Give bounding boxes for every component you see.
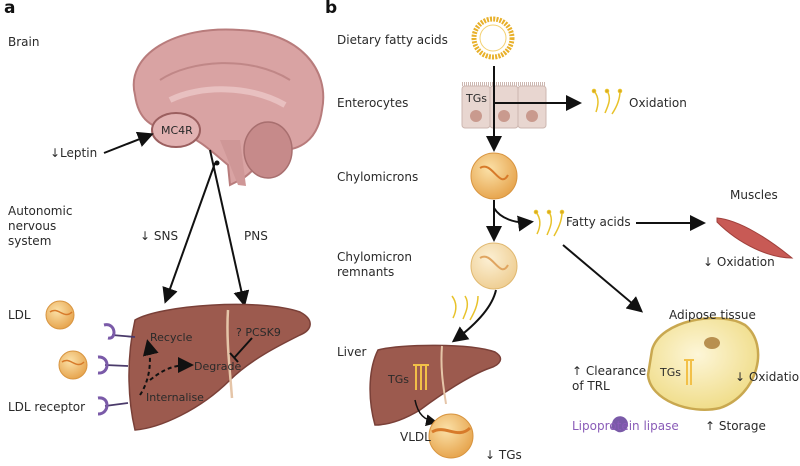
liver-label: Liver [337, 345, 367, 359]
ans-label-1: Autonomic [8, 204, 73, 218]
muscles-label: Muscles [730, 188, 778, 202]
ldl-particle [45, 300, 75, 330]
adipose-tgs-label: TGs [660, 366, 681, 379]
sns-label: ↓ SNS [140, 229, 179, 243]
degrade-label: Degrade [194, 360, 242, 373]
pns-arrow [209, 149, 250, 307]
enterocytes-label: Enterocytes [337, 96, 409, 110]
adipocyte-icon [646, 316, 760, 411]
micelle-icon [471, 16, 515, 60]
fatty-acid-icon [533, 209, 565, 237]
lipoprotein-lipase-icon [611, 416, 628, 433]
oxidation-label: Oxidation [629, 96, 687, 110]
vldl-particle [428, 413, 474, 459]
recycle-label: Recycle [150, 331, 193, 344]
liver-tgs-label: TGs [388, 373, 409, 386]
ldl-particle [58, 350, 88, 380]
clearance-label-1: ↑ Clearance [572, 364, 647, 378]
panel-b-letter: b [325, 0, 338, 18]
tg-icon [413, 364, 429, 390]
fatty-acid-icon [451, 295, 479, 321]
liver-a [128, 303, 311, 431]
vldl-label: VLDL [400, 430, 431, 444]
dietary-fatty-acids-label: Dietary fatty acids [337, 33, 448, 47]
pns-label: PNS [244, 229, 268, 243]
panel-a-letter: a [4, 0, 16, 18]
lipoprotein-lipase-label: Lipoprotein lipase [572, 419, 679, 433]
clearance-label-2: of TRL [572, 379, 610, 393]
ldl-receptor-icons [97, 323, 136, 416]
internalise-label: Internalise [146, 391, 204, 404]
mc4r-node [151, 112, 201, 148]
chylomicron-remnant-particle [470, 242, 518, 290]
muscle-oxidation-label: ↓ Oxidation [703, 255, 775, 269]
mc4r-label: MC4R [161, 124, 193, 137]
storage-label: ↑ Storage [705, 419, 766, 433]
leptin-label: ↓Leptin [50, 146, 98, 160]
liver-b [369, 344, 502, 426]
inhibition-bar [229, 352, 239, 363]
fatty-acids-label: Fatty acids [566, 215, 631, 229]
adipose-tissue-label: Adipose tissue [669, 308, 756, 322]
enterocytes-icon [461, 82, 547, 129]
fatty-acid-icon [591, 88, 623, 115]
ldl-label: LDL [8, 308, 31, 322]
brain-illustration [132, 28, 325, 187]
muscle-icon [716, 217, 794, 259]
chylomicrons-label: Chylomicrons [337, 170, 419, 184]
enterocyte-tgs-label: TGs [466, 92, 487, 105]
brain-label: Brain [8, 35, 40, 49]
cerebellum [243, 121, 293, 179]
ans-label-3: system [8, 234, 52, 248]
ldl-receptor-label: LDL receptor [8, 400, 86, 414]
adipose-oxidation-label: ↓ Oxidation [735, 370, 800, 384]
ans-label-2: nervous [8, 219, 57, 233]
leptin-arrow [103, 131, 154, 154]
sns-arrow [162, 162, 216, 304]
remnants-label-1: Chylomicron [337, 250, 412, 264]
remnants-label-2: remnants [337, 265, 395, 279]
pcsk9-label: ? PCSK9 [236, 326, 281, 339]
chylomicron-particle [470, 152, 518, 200]
vldl-tgs-label: ↓ TGs [485, 448, 522, 462]
